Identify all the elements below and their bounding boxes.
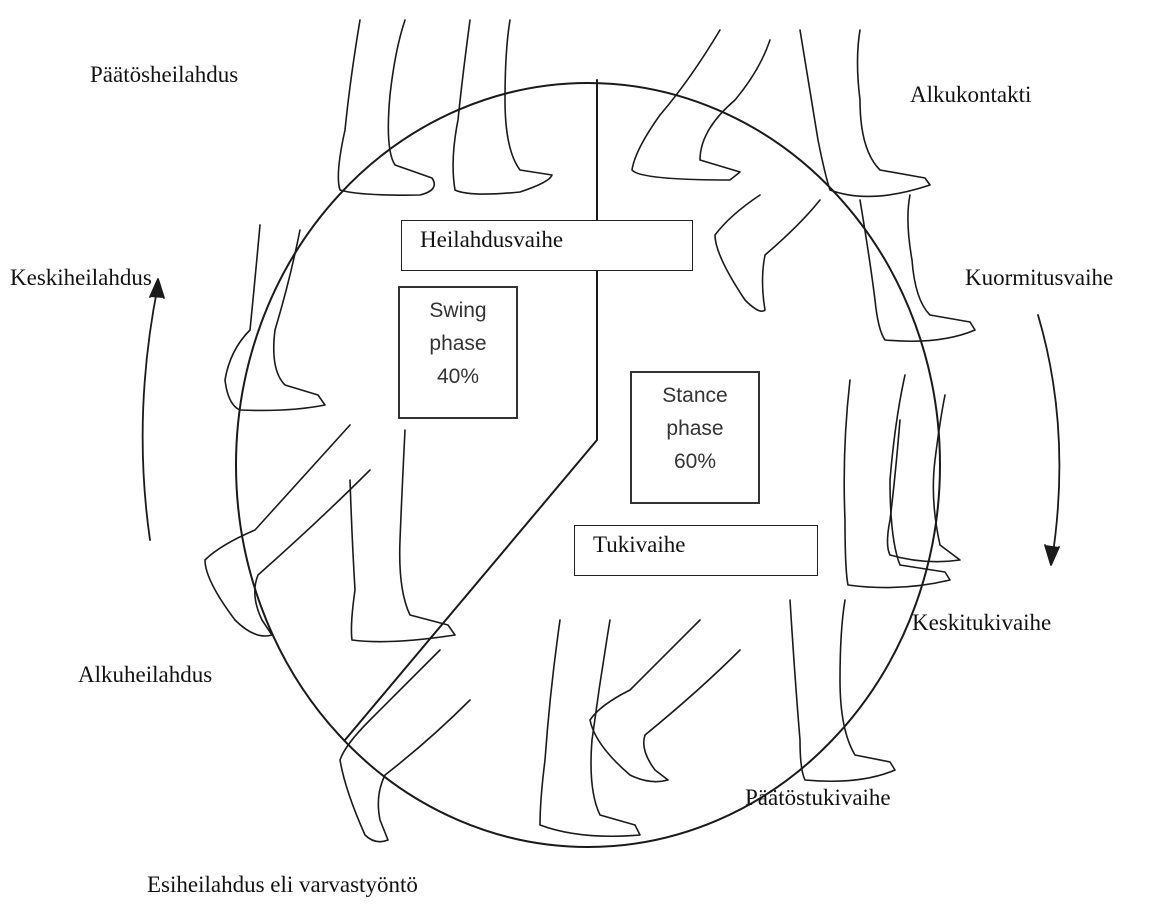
- stance-direction-arrow: [1038, 315, 1059, 565]
- label-loading-response: Kuormitusvaihe: [965, 265, 1113, 291]
- label-terminal-stance: Päätöstukivaihe: [745, 785, 891, 811]
- swing-box-line3: 40%: [400, 360, 516, 393]
- leg-mid-swing: [225, 225, 325, 410]
- leg-figures: [205, 20, 975, 842]
- swing-box-line2: phase: [400, 327, 516, 360]
- stance-box-line3: 60%: [632, 445, 758, 478]
- label-initial-contact: Alkukontakti: [910, 82, 1031, 108]
- leg-terminal-stance: [590, 600, 895, 782]
- box-swing-phase-fi: Heilahdusvaihe: [401, 220, 693, 271]
- leg-initial-contact: [632, 30, 930, 196]
- label-pre-swing: Esiheilahdus eli varvastyöntö: [147, 872, 418, 898]
- box-swing-phase-en: Swing phase 40%: [398, 286, 518, 419]
- leg-mid-stance: [844, 375, 960, 588]
- label-mid-swing: Keskiheilahdus: [10, 265, 152, 291]
- stance-box-line1: Stance: [632, 379, 758, 412]
- label-terminal-swing: Päätösheilahdus: [90, 62, 238, 88]
- label-mid-stance: Keskitukivaihe: [912, 610, 1051, 636]
- swing-direction-arrow: [143, 279, 164, 540]
- leg-loading-response: [715, 195, 975, 341]
- leg-terminal-swing: [338, 20, 552, 195]
- swing-box-line1: Swing: [400, 294, 516, 327]
- label-initial-swing: Alkuheilahdus: [78, 662, 212, 688]
- box-stance-phase-en: Stance phase 60%: [630, 371, 760, 504]
- stance-box-line2: phase: [632, 412, 758, 445]
- gait-cycle-circle: [236, 83, 940, 847]
- leg-pre-swing: [340, 620, 640, 842]
- box-stance-phase-fi: Tukivaihe: [574, 525, 818, 576]
